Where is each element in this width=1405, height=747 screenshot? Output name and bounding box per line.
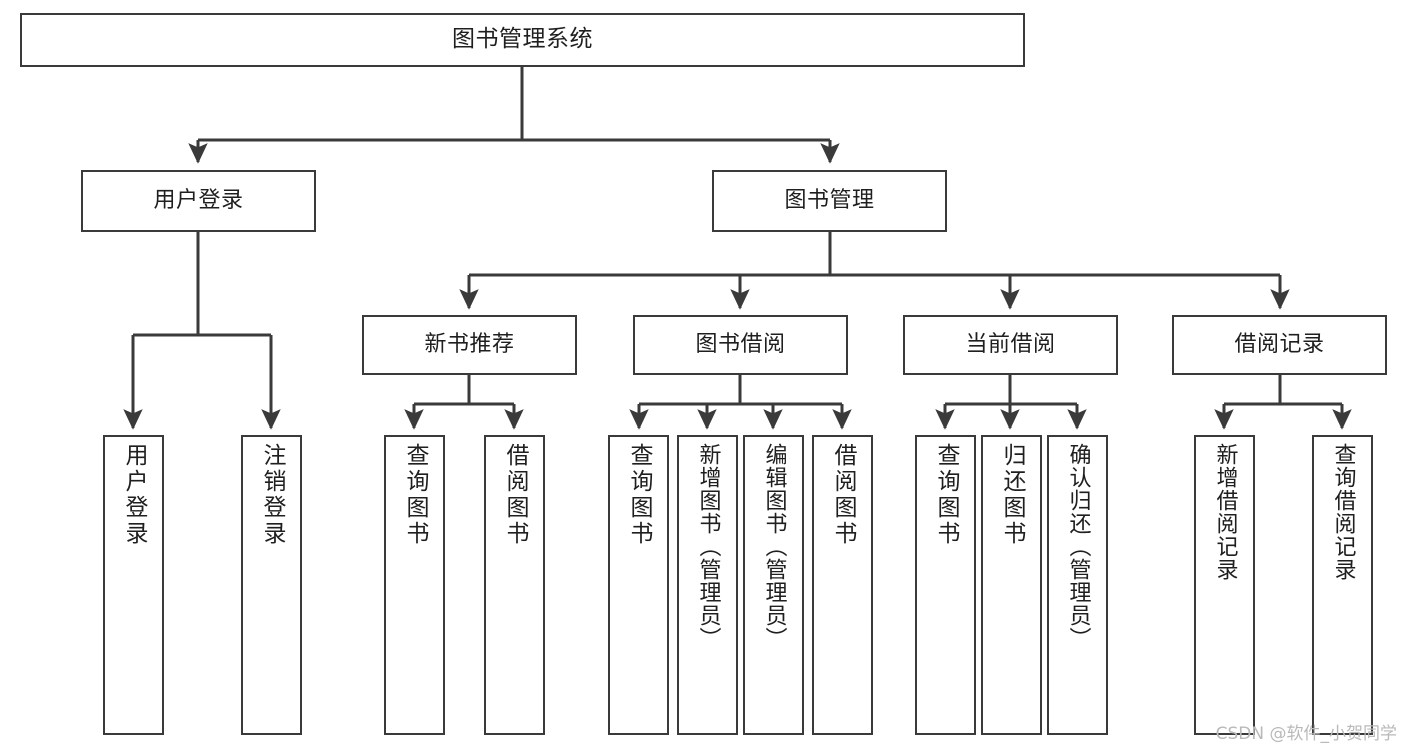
node-leaf-add-book[interactable]: 新增图书（管理员） bbox=[677, 435, 738, 735]
node-label: 新增借阅记录 bbox=[1212, 443, 1238, 581]
node-leaf-add-borrow-record[interactable]: 新增借阅记录 bbox=[1194, 435, 1255, 735]
node-label: 归还图书 bbox=[999, 443, 1025, 547]
node-label: 确认归还（管理员） bbox=[1065, 443, 1091, 650]
node-label: 用户登录 bbox=[153, 187, 244, 213]
node-book-management-system[interactable]: 图书管理系统 bbox=[20, 13, 1025, 67]
node-new-book-recommend[interactable]: 新书推荐 bbox=[362, 315, 577, 375]
node-leaf-query-book-borrow[interactable]: 查询图书 bbox=[608, 435, 669, 735]
node-leaf-logout-login[interactable]: 注销登录 bbox=[241, 435, 302, 735]
node-label: 编辑图书（管理员） bbox=[761, 443, 787, 650]
node-label: 新增图书（管理员） bbox=[695, 443, 721, 650]
node-leaf-query-borrow-record[interactable]: 查询借阅记录 bbox=[1312, 435, 1373, 735]
node-label: 借阅图书 bbox=[502, 443, 528, 547]
node-label: 当前借阅 bbox=[965, 331, 1056, 357]
node-current-borrow[interactable]: 当前借阅 bbox=[903, 315, 1118, 375]
node-label: 借阅记录 bbox=[1234, 331, 1325, 357]
node-leaf-borrow-book-recommend[interactable]: 借阅图书 bbox=[484, 435, 545, 735]
node-label: 查询图书 bbox=[402, 443, 428, 547]
node-leaf-confirm-return[interactable]: 确认归还（管理员） bbox=[1047, 435, 1108, 735]
node-book-borrow[interactable]: 图书借阅 bbox=[633, 315, 848, 375]
node-label: 图书借阅 bbox=[695, 331, 786, 357]
node-label: 查询图书 bbox=[626, 443, 652, 547]
node-leaf-edit-book[interactable]: 编辑图书（管理员） bbox=[743, 435, 804, 735]
node-label: 查询图书 bbox=[933, 443, 959, 547]
node-book-manage[interactable]: 图书管理 bbox=[712, 170, 947, 232]
node-label: 借阅图书 bbox=[830, 443, 856, 547]
node-label: 新书推荐 bbox=[424, 331, 515, 357]
node-label: 用户登录 bbox=[121, 443, 147, 547]
node-label: 注销登录 bbox=[259, 443, 285, 547]
node-leaf-return-book[interactable]: 归还图书 bbox=[981, 435, 1042, 735]
node-borrow-record[interactable]: 借阅记录 bbox=[1172, 315, 1387, 375]
node-leaf-query-book-recommend[interactable]: 查询图书 bbox=[384, 435, 445, 735]
node-label: 图书管理 bbox=[784, 187, 875, 213]
csdn-watermark: CSDN @软件_小贺同学 bbox=[1215, 724, 1397, 744]
node-leaf-borrow-book[interactable]: 借阅图书 bbox=[812, 435, 873, 735]
node-label: 图书管理系统 bbox=[452, 26, 593, 53]
node-leaf-user-login[interactable]: 用户登录 bbox=[103, 435, 164, 735]
node-user-login[interactable]: 用户登录 bbox=[81, 170, 316, 232]
node-leaf-query-book-current[interactable]: 查询图书 bbox=[915, 435, 976, 735]
node-label: 查询借阅记录 bbox=[1330, 443, 1356, 581]
